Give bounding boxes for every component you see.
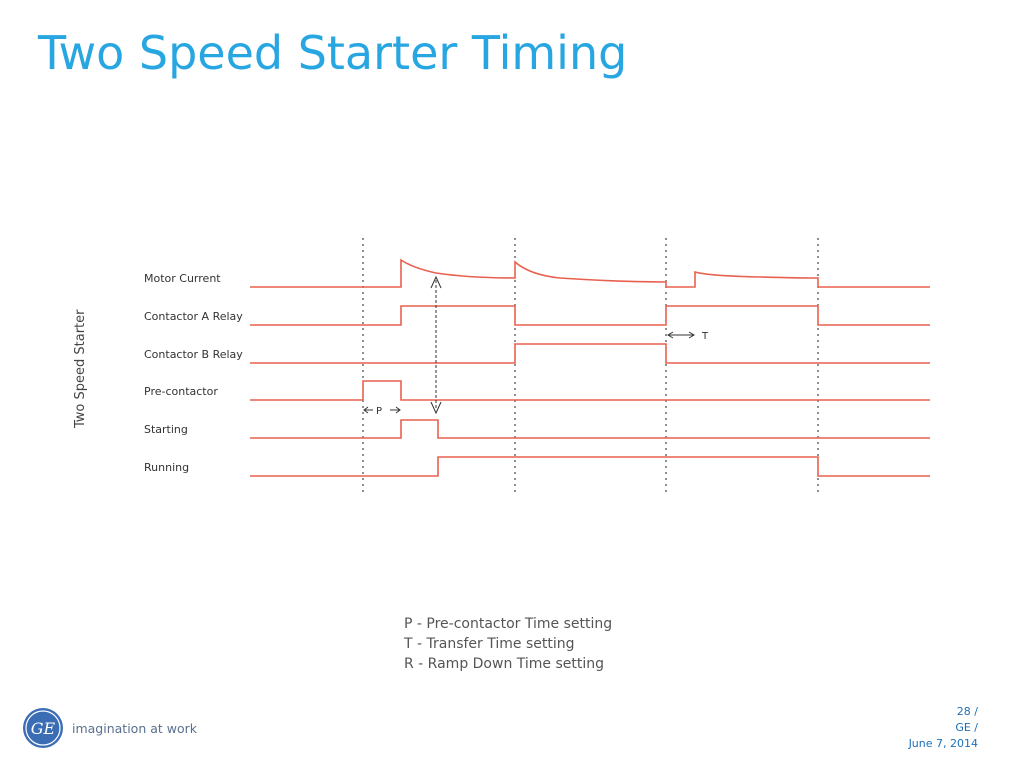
waveform-motor-current [250, 258, 930, 288]
legend: P - Pre-contactor Time setting T - Trans… [404, 614, 612, 674]
signal-label-motor-current: Motor Current [144, 272, 221, 285]
signal-label-contactor-b: Contactor B Relay [144, 348, 243, 361]
ge-monogram-text: GE [31, 719, 56, 738]
legend-item-r: R - Ramp Down Time setting [404, 656, 605, 672]
t-marker-label: T [701, 331, 709, 342]
waveform-contactor-a [250, 305, 930, 326]
signal-label-running: Running [144, 461, 189, 474]
slide-title: Two Speed Starter Timing [38, 26, 628, 80]
footer-date: June 7, 2014 [908, 737, 978, 750]
logo-tagline: imagination at work [72, 720, 197, 736]
p-span-arrows [363, 406, 401, 414]
waveform-starting [250, 419, 930, 439]
p-marker-label: P [376, 406, 382, 417]
page-number: 28 / [956, 705, 978, 718]
diagram-vertical-label: Two Speed Starter [73, 309, 88, 429]
footer-company: GE / [955, 721, 978, 734]
ge-monogram-icon: GE [23, 708, 63, 748]
footer: 28 / GE / June 7, 2014 [909, 704, 978, 752]
waveform-running [250, 456, 930, 477]
signal-label-pre-contactor: Pre-contactor [144, 385, 218, 398]
ramp-arrow [430, 275, 442, 415]
ge-logo: GE imagination at work [20, 706, 197, 750]
timing-diagram: Two Speed Starter Motor Current Contacto… [73, 238, 930, 494]
signal-label-starting: Starting [144, 423, 188, 436]
waveform-contactor-b [250, 343, 930, 364]
legend-item-p: P - Pre-contactor Time setting [404, 616, 613, 632]
waveform-pre-contactor [250, 380, 930, 401]
t-span-arrow [667, 331, 695, 339]
signal-label-contactor-a: Contactor A Relay [144, 310, 243, 323]
legend-item-t: T - Transfer Time setting [404, 636, 575, 652]
